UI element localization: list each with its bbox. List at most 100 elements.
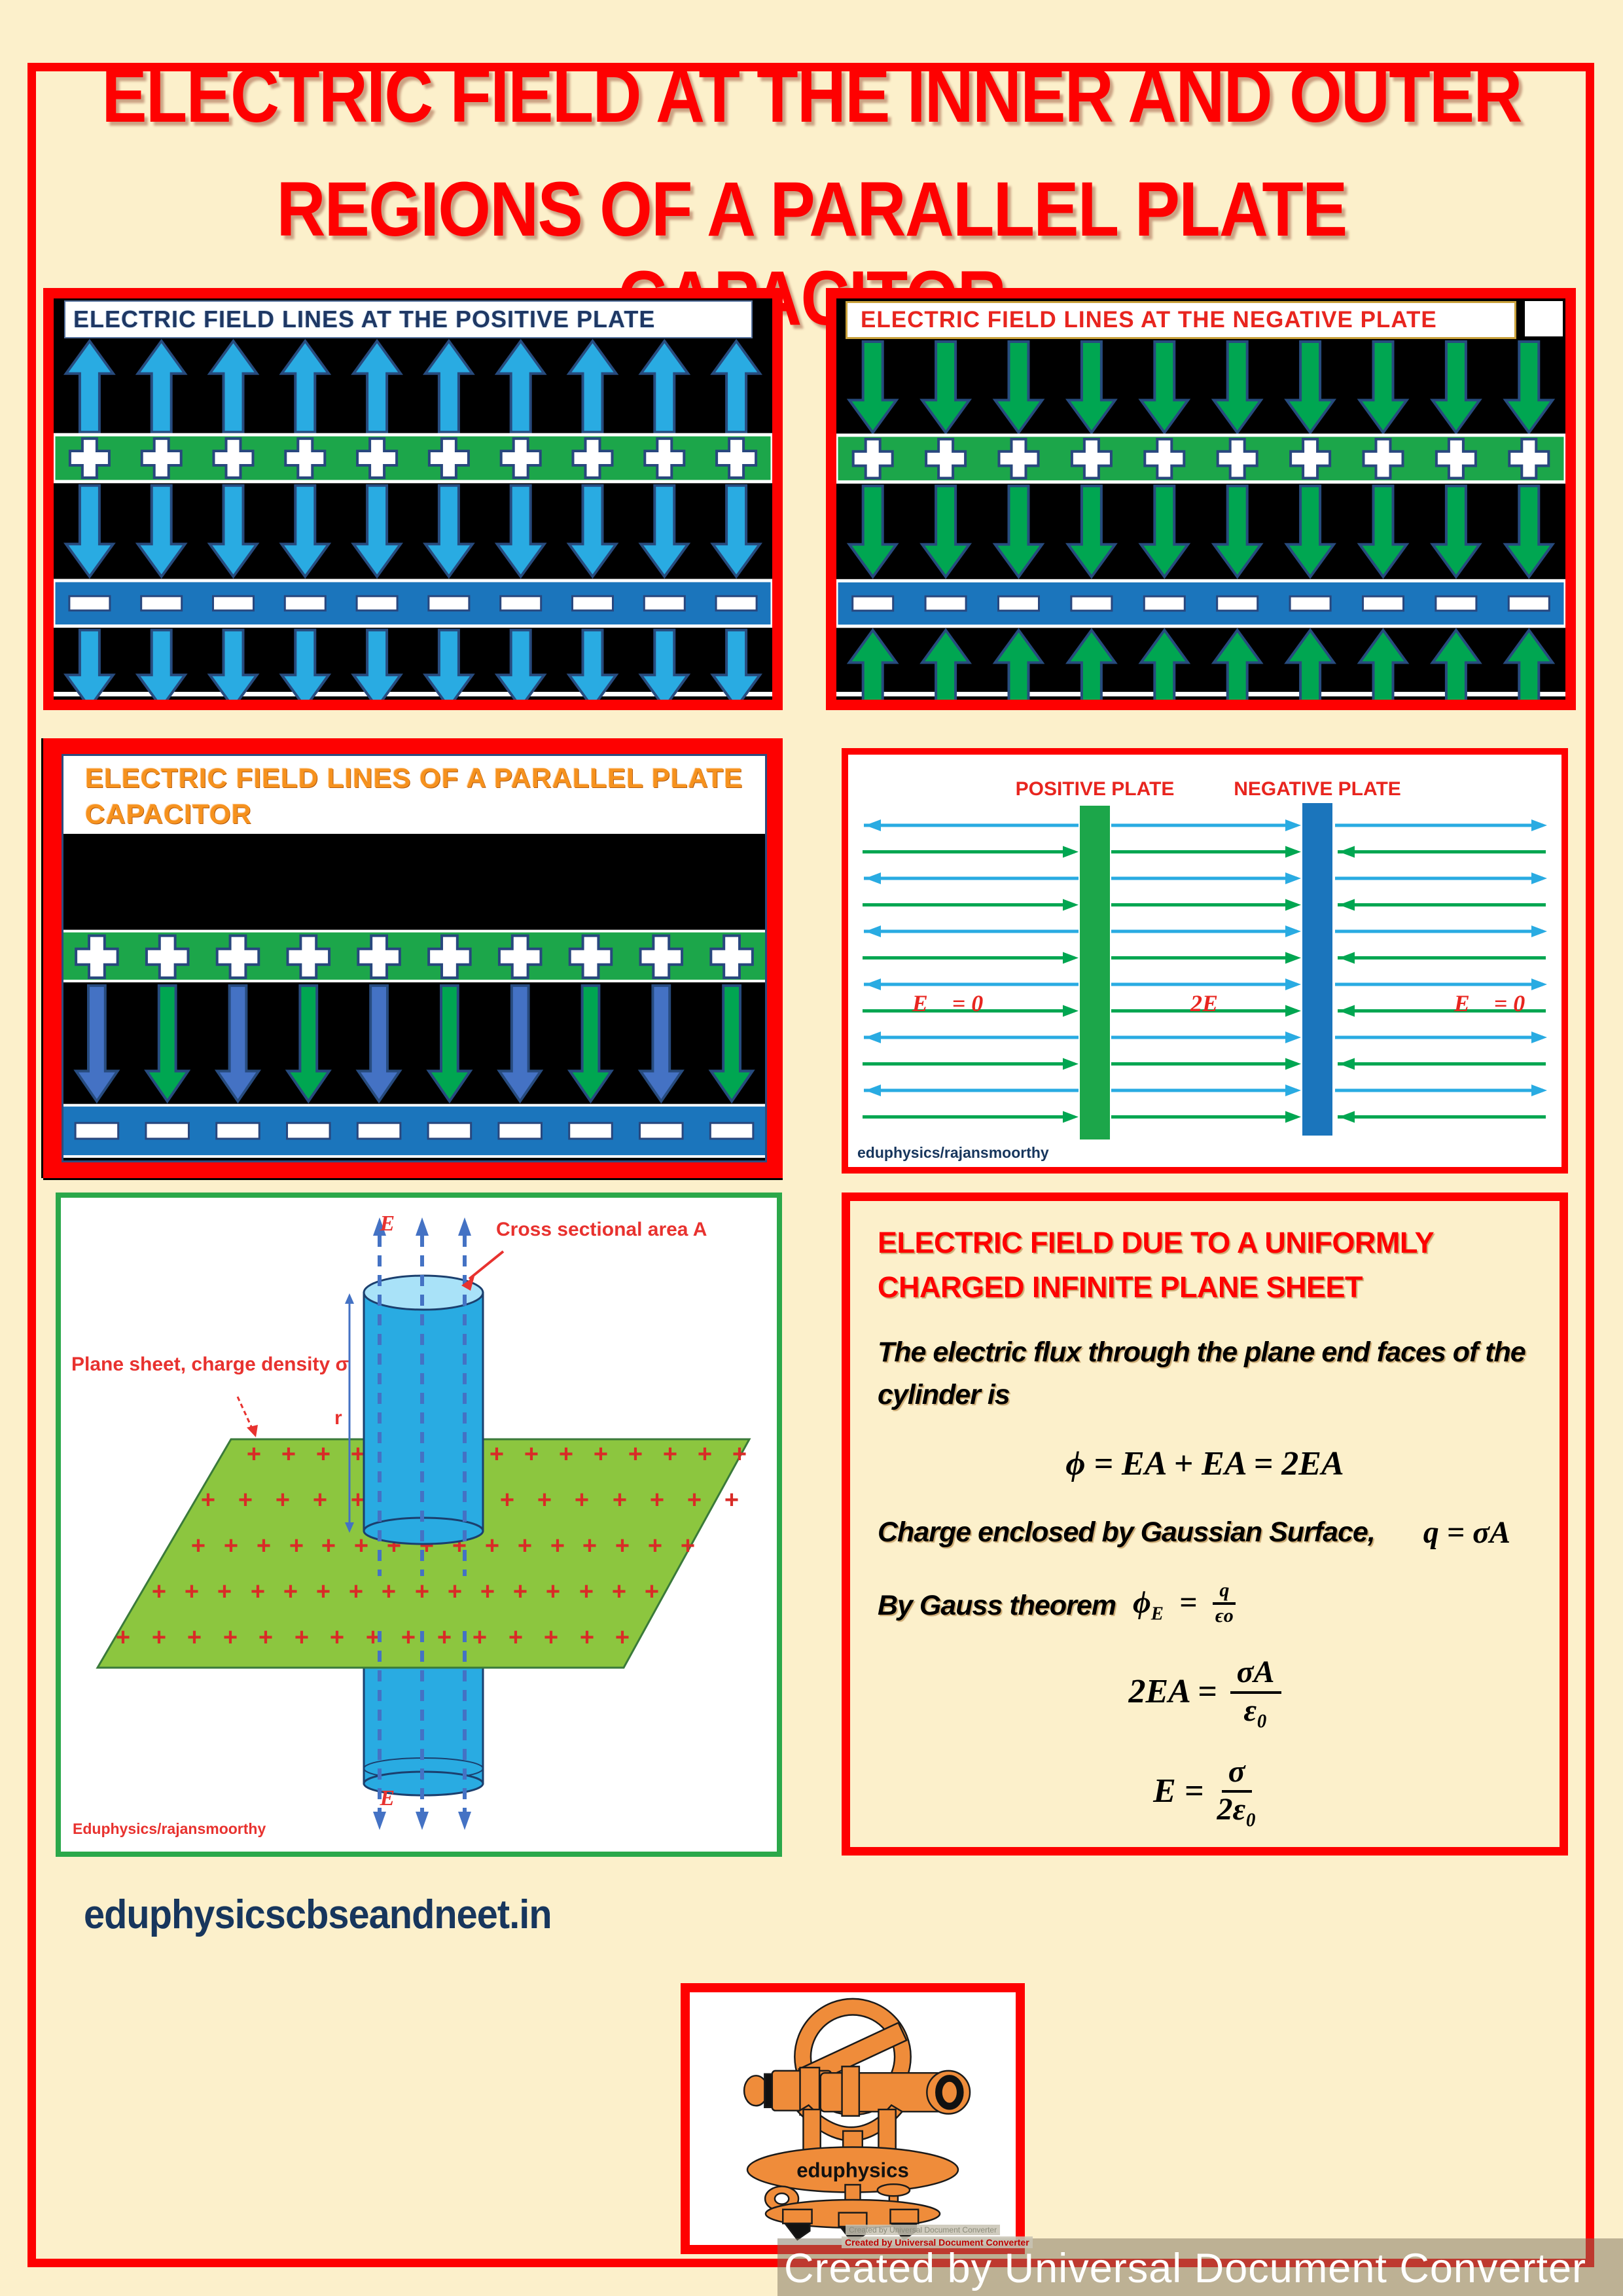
svg-text:+: + [415,1578,429,1605]
capacitor-plates [62,929,767,1158]
e-vector-top-label: E⃗ [379,1211,412,1236]
svg-text:+: + [321,1532,336,1560]
regions-caption: eduphysics/rajansmoorthy [857,1144,1049,1161]
negative-plate-field-panel: ELECTRIC FIELD LINES AT THE NEGATIVE PLA… [826,288,1576,710]
svg-text:+: + [201,1486,215,1514]
svg-text:+: + [645,1578,659,1605]
svg-text:+: + [281,1441,296,1468]
eduphysics-logo-panel: eduphysics [681,1983,1025,2254]
r-label: r [334,1407,342,1429]
website-link: eduphysicscbseandneet.in [84,1892,552,1937]
capacitor-panel-title: ELECTRIC FIELD LINES OF A PARALLEL PLATE… [62,754,767,834]
svg-text:+: + [437,1624,452,1651]
capacitor-field-diagram [62,929,767,1158]
charged-plates [836,433,1565,628]
field-regions-diagram: POSITIVE PLATE NEGATIVE PLATE E⃗ = 0 2E⃗… [857,778,1547,1161]
svg-text:+: + [354,1532,368,1560]
svg-text:+: + [191,1532,205,1560]
svg-text:+: + [575,1486,589,1514]
svg-text:+: + [480,1578,495,1605]
gauss-statement: By Gauss theorem [878,1589,1116,1621]
negative-plate-label: NEGATIVE PLATE [1234,778,1401,800]
charge-equation: q = σA [1423,1515,1511,1550]
gaussian-surface-diagram: ++++++++++++++++++++++++++++++++++++++++… [71,1211,751,1837]
svg-text:+: + [251,1578,265,1605]
area-pointer-arrow [461,1250,505,1291]
logo-text: eduphysics [796,2159,909,2182]
svg-text:+: + [613,1486,627,1514]
positive-field-diagram [54,338,772,700]
svg-text:+: + [508,1624,523,1651]
svg-text:+: + [316,1578,330,1605]
charge-line: Charge enclosed by Gaussian Surface, q =… [878,1515,1532,1551]
two-e-label: 2E⃗ [1190,990,1236,1016]
svg-text:+: + [524,1441,539,1468]
e-zero-right-label: E⃗ = 0 [1454,990,1525,1016]
svg-text:+: + [681,1532,695,1560]
svg-text:+: + [650,1486,664,1514]
poster-title-line1: ELECTRIC FIELD AT THE INNER AND OUTER [101,52,1522,139]
svg-text:+: + [579,1578,594,1605]
svg-text:+: + [559,1441,573,1468]
svg-text:+: + [580,1624,594,1651]
svg-text:+: + [349,1578,363,1605]
svg-text:+: + [473,1624,487,1651]
field-lines [863,819,1547,1123]
e-field-dashed-arrows [373,1217,471,1830]
svg-text:+: + [289,1532,304,1560]
e-zero-left-label: E⃗ = 0 [912,990,984,1016]
svg-text:+: + [366,1624,380,1651]
capacitor-field-panel: ELECTRIC FIELD LINES OF A PARALLEL PLATE… [43,738,783,1178]
positive-plate-bar [1080,806,1110,1139]
negative-panel-title: ELECTRIC FIELD LINES AT THE NEGATIVE PLA… [846,301,1516,339]
svg-text:+: + [582,1532,597,1560]
svg-text:+: + [351,1441,365,1468]
derivation-title: ELECTRIC FIELD DUE TO A UNIFORMLY CHARGE… [878,1226,1434,1304]
svg-text:+: + [217,1578,232,1605]
negative-plate-bar [1302,803,1332,1136]
svg-text:+: + [259,1624,273,1651]
negative-field-diagram [836,340,1565,700]
svg-text:+: + [550,1532,565,1560]
svg-text:+: + [294,1624,309,1651]
capacitor-arrows [73,984,755,1104]
svg-text:+: + [401,1624,416,1651]
svg-text:+: + [518,1532,532,1560]
surveyor-level-logo: eduphysics [743,1998,971,2244]
svg-text:+: + [544,1624,558,1651]
svg-text:+: + [351,1486,365,1514]
charged-plates [54,433,772,628]
svg-text:+: + [224,1532,238,1560]
e-field-fraction: σ 2ε₀ [1217,1753,1257,1827]
two-ea-fraction: σA ε₀ [1230,1655,1281,1729]
svg-text:+: + [615,1532,630,1560]
r-dimension-arrow [345,1293,354,1533]
positive-plate-label: POSITIVE PLATE [1016,778,1175,800]
svg-text:+: + [724,1486,739,1514]
svg-text:+: + [247,1441,261,1468]
svg-text:+: + [283,1578,298,1605]
svg-text:+: + [116,1624,130,1651]
charge-statement: Charge enclosed by Gaussian Surface, [878,1516,1376,1548]
cross-section-label: Cross sectional area A [496,1219,707,1240]
field-regions-panel: POSITIVE PLATE NEGATIVE PLATE E⃗ = 0 2E⃗… [842,748,1568,1174]
svg-text:+: + [612,1578,626,1605]
svg-text:+: + [313,1486,327,1514]
svg-text:+: + [382,1578,396,1605]
svg-text:+: + [698,1441,712,1468]
two-ea-equation: 2EA = σA ε₀ [878,1655,1532,1729]
positive-panel-title: ELECTRIC FIELD LINES AT THE POSITIVE PLA… [64,300,753,338]
field-arrow-rows [846,340,1556,700]
watermark-large: Created by Universal Document Converter [784,2246,1587,2291]
svg-text:+: + [615,1624,630,1651]
gaussian-surface-panel: ++++++++++++++++++++++++++++++++++++++++… [56,1193,782,1857]
sheet-pointer-arrow [236,1396,258,1437]
e-field-equation: E = σ 2ε₀ [1153,1753,1257,1827]
flux-statement: The electric flux through the plane end … [878,1336,1526,1410]
svg-text:+: + [513,1578,527,1605]
svg-text:+: + [594,1441,608,1468]
svg-text:+: + [448,1578,462,1605]
svg-text:+: + [732,1441,747,1468]
field-arrow-rows [63,338,763,700]
